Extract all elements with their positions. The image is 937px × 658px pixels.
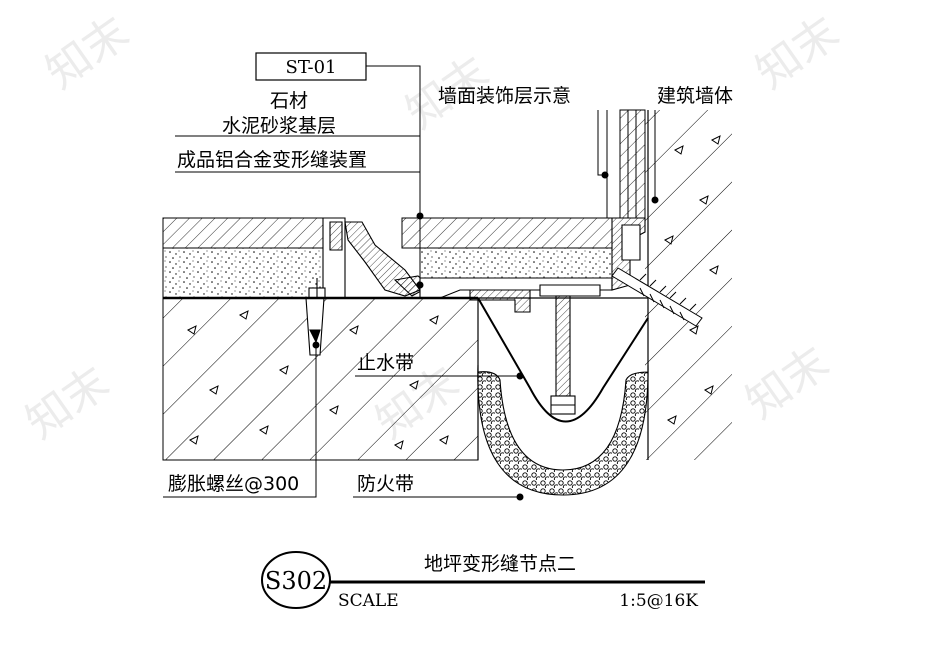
waterstop-band xyxy=(477,297,649,423)
label-wall-finish: 墙面装饰层示意 xyxy=(438,85,571,107)
scale-label: SCALE xyxy=(338,591,399,611)
label-device: 成品铝合金变形缝装置 xyxy=(177,149,367,171)
aluminum-joint-device xyxy=(322,217,646,415)
tag-st01: ST-01 xyxy=(255,52,367,81)
stone-layer xyxy=(162,217,613,249)
concrete-slab xyxy=(162,110,732,461)
svg-text:知末: 知末 xyxy=(737,337,838,429)
expansion-bolt-right xyxy=(611,267,703,327)
label-bolt: 膨胀螺丝@300 xyxy=(168,473,299,495)
label-mortar: 水泥砂浆基层 xyxy=(222,115,336,137)
svg-text:知末: 知末 xyxy=(37,7,138,99)
scale-value: 1:5@16K xyxy=(619,591,698,611)
svg-text:知末: 知末 xyxy=(747,7,848,99)
mortar-layer xyxy=(162,247,613,299)
svg-text:ST-01: ST-01 xyxy=(285,57,336,78)
label-fire-belt: 防火带 xyxy=(357,473,414,495)
title-code: S302 xyxy=(265,567,327,595)
title-block: S302 地坪变形缝节点二 SCALE 1:5@16K xyxy=(261,551,705,611)
title-code-circle xyxy=(261,551,331,609)
label-stone: 石材 xyxy=(270,90,308,112)
label-waterstop: 止水带 xyxy=(357,352,414,374)
label-building-wall: 建筑墙体 xyxy=(657,85,733,107)
wall-finish-layer xyxy=(606,109,646,219)
svg-text:知末: 知末 xyxy=(17,357,118,449)
expansion-bolt-left xyxy=(305,278,326,356)
fire-belt xyxy=(477,364,649,496)
leader-lines xyxy=(163,65,659,501)
title-text: 地坪变形缝节点二 xyxy=(424,553,576,575)
